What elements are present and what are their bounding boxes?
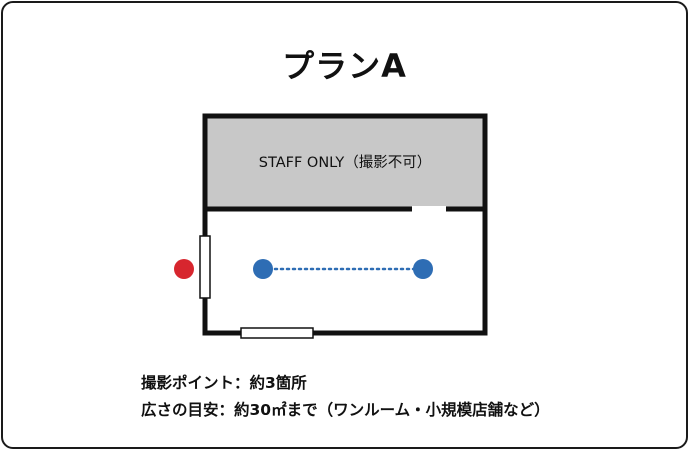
left-window xyxy=(199,235,211,299)
shooting-points-caption: 撮影ポイント：約3箇所 xyxy=(141,374,307,392)
outer-walls xyxy=(202,113,488,336)
staff-only-area xyxy=(205,116,485,209)
area-guide-caption: 広さの目安：約30㎡まで（ワンルーム・小規模店舗など） xyxy=(141,401,550,419)
camera-point-outside xyxy=(174,259,194,279)
camera-point-left xyxy=(253,259,273,279)
bottom-window xyxy=(240,327,314,339)
staff-door-opening xyxy=(412,206,446,213)
camera-point-right xyxy=(413,259,433,279)
staff-only-label: STAFF ONLY（撮影不可） xyxy=(259,154,431,171)
plan-title: プランA xyxy=(282,47,407,85)
